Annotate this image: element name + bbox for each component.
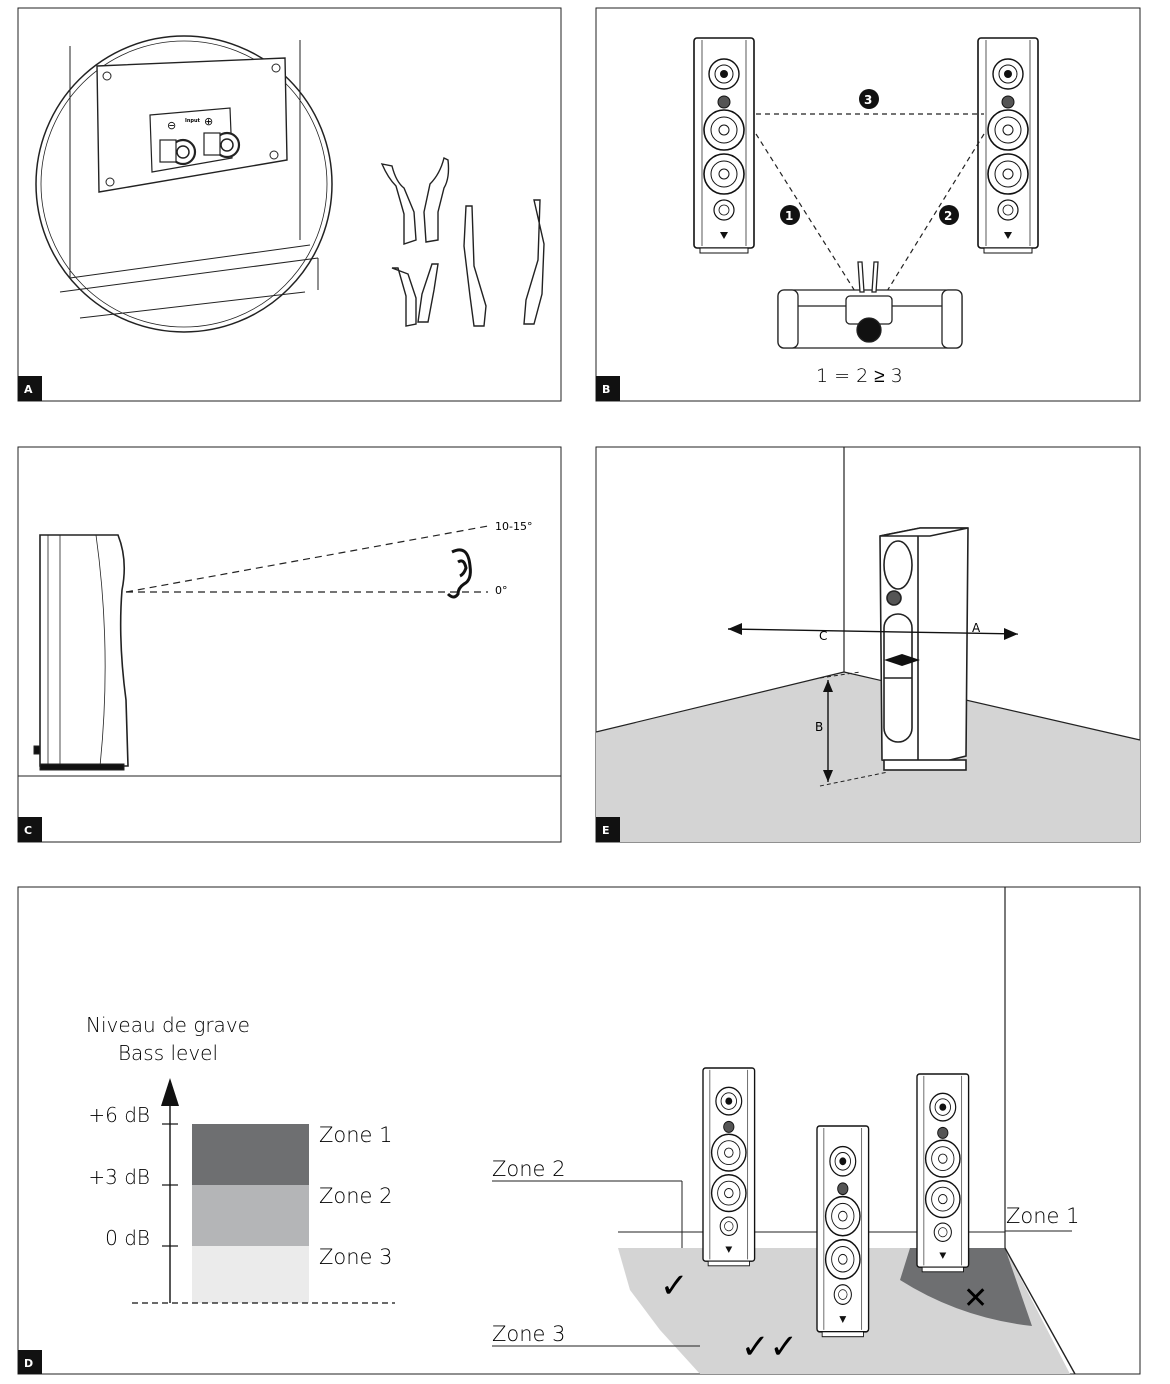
arrow-ac-line [727,628,1019,635]
distance-line-2 [883,133,985,297]
speaker-zone-2 [702,1067,756,1267]
terminal-label: Input [185,118,201,124]
svg-text:2: 2 [944,209,952,223]
plus-symbol: ⊕ [204,115,213,128]
marker-3 [859,89,879,109]
angle-top-label: 10-15° [495,520,532,533]
panel-c: 10-15° 0° C [17,446,562,843]
svg-text:1: 1 [785,209,793,223]
tilt-line [125,525,489,593]
panel-tag-e [596,817,620,842]
pin-connectors [391,263,439,327]
level-0db: 0 dB [105,1226,150,1250]
distance-formula: 1 = 2 ≥ 3 [816,365,903,387]
corner-speaker [879,527,969,771]
panel-tag-d-text: D [24,1357,33,1370]
scene-zone-2-label: Zone 2 [492,1157,566,1181]
banana-connectors [463,199,545,327]
scene-zone-1-label: Zone 1 [1006,1204,1080,1228]
panel-tag-d [18,1350,42,1374]
panel-b: 1 2 3 1 = 2 ≥ 3 B [595,7,1141,402]
zone-3-label: Zone 3 [319,1245,393,1269]
panel-tag-c [18,817,42,842]
left-speaker [693,37,755,254]
double-check-zone-3: ✓✓ [741,1327,798,1367]
level-6db: +6 dB [88,1103,150,1127]
check-zone-2: ✓ [660,1266,689,1306]
zone-2-label: Zone 2 [319,1184,393,1208]
arrow-c-label: C [819,629,827,643]
zone-2-bar [192,1185,309,1246]
speaker-zone-3 [816,1125,870,1338]
panel-a: Input ⊖ ⊕ A [17,7,562,402]
right-speaker [977,37,1039,254]
angle-bottom-label: 0° [495,584,508,597]
marker-2 [939,205,959,225]
bass-axis-arrow [161,1078,179,1106]
sofa-listener [777,261,963,349]
binding-post-plus [203,131,241,159]
panel-tag-a-text: A [24,383,33,396]
marker-1 [780,205,800,225]
cross-zone-1: ✕ [963,1281,988,1316]
arrow-b-label: B [815,720,823,734]
bass-title-fr: Niveau de grave [86,1013,250,1037]
level-3db: +3 dB [88,1165,150,1189]
ear-icon [446,548,472,599]
speaker-zone-1 [916,1073,970,1273]
svg-text:3: 3 [864,93,872,107]
spade-connectors [380,156,450,245]
floor [596,672,1140,842]
side-speaker [33,534,129,771]
arrow-a-label: A [972,621,981,635]
zone-1-label: Zone 1 [319,1123,393,1147]
scene-zone-3-label: Zone 3 [492,1322,566,1346]
minus-symbol: ⊖ [167,119,176,132]
panel-tag-e-text: E [602,824,610,837]
bass-title-en: Bass level [118,1041,218,1065]
panel-d: Niveau de grave Bass level +6 dB +3 dB 0… [17,886,1141,1375]
zone-1-bar [192,1124,309,1185]
binding-post-minus [159,138,197,166]
distance-line-1 [755,133,859,297]
panel-tag-b [596,376,620,401]
panel-tag-c-text: C [24,824,32,837]
panel-e: C A B E [595,446,1141,843]
zone-3-bar [192,1246,309,1303]
panel-tag-b-text: B [602,383,610,396]
panel-tag-a [18,376,42,401]
